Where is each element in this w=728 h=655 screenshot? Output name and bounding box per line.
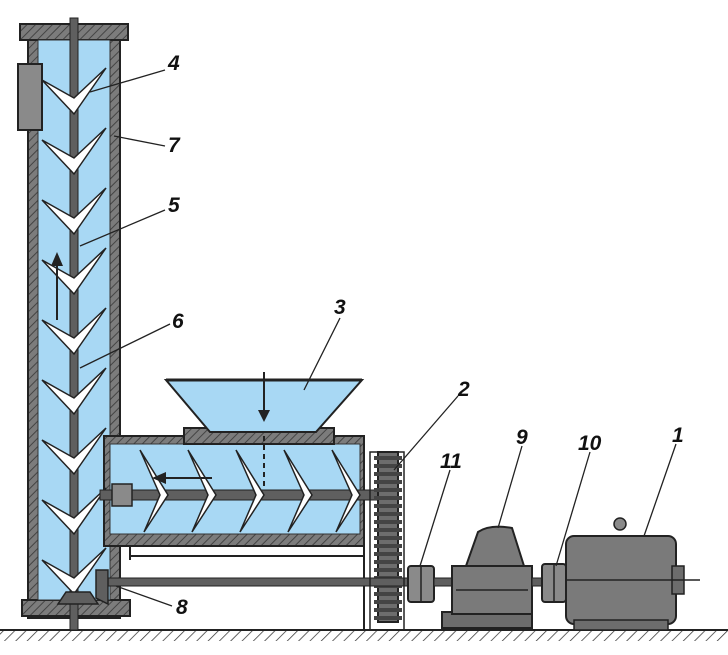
discharge-outlet	[17, 63, 43, 131]
shaft-coupling	[111, 483, 133, 507]
screw-flight	[41, 427, 107, 476]
label-9: 9	[516, 426, 528, 449]
screw-flight	[41, 307, 107, 356]
gear-tooth	[374, 464, 402, 468]
gear-tooth	[374, 600, 402, 604]
gear-tooth	[374, 528, 402, 532]
screw-flight	[41, 367, 107, 416]
label-1: 1	[672, 424, 684, 447]
screw-flight	[41, 487, 107, 536]
screw-flight	[41, 247, 107, 296]
drive-frame	[369, 451, 405, 631]
leader-lines	[79, 69, 677, 607]
gear-tooth	[374, 472, 402, 476]
coupling-10	[531, 563, 567, 603]
screw-flight	[283, 449, 313, 533]
label-10: 10	[578, 432, 602, 455]
ground	[0, 629, 728, 641]
leftward-flow-arrow	[152, 472, 212, 484]
label-7: 7	[168, 134, 181, 157]
screw-flight	[41, 127, 107, 176]
screw-flight	[235, 449, 265, 533]
vertical-shaft	[69, 17, 79, 631]
gear-tooth	[374, 608, 402, 612]
electric-motor	[565, 517, 700, 631]
label-5: 5	[168, 194, 180, 217]
gear-tooth	[374, 456, 402, 460]
gear-tooth	[374, 480, 402, 484]
vertical-screw-flights	[41, 67, 107, 596]
feed-hopper	[163, 372, 365, 490]
gear-tooth	[374, 616, 402, 620]
coupling-11	[407, 565, 455, 603]
gear-tooth	[374, 488, 402, 492]
horizontal-screw-flights	[139, 449, 361, 533]
screw-flight	[41, 67, 107, 116]
upward-flow-arrow	[51, 252, 63, 320]
label-6: 6	[172, 310, 184, 333]
screw-flight	[331, 449, 361, 533]
screw-flight	[41, 547, 107, 596]
spur-gear	[374, 451, 402, 623]
label-2: 2	[457, 378, 470, 401]
gear-tooth	[374, 520, 402, 524]
gear-reducer	[441, 525, 533, 629]
gear-tooth	[374, 504, 402, 508]
gear-tooth	[374, 568, 402, 572]
gear-tooth	[374, 592, 402, 596]
label-8: 8	[176, 596, 188, 619]
gear-tooth	[374, 512, 402, 516]
gear-tooth	[374, 536, 402, 540]
screw-flight	[187, 449, 217, 533]
gear-tooth	[374, 496, 402, 500]
gear-tooth	[374, 544, 402, 548]
screw-flight	[41, 187, 107, 236]
label-4: 4	[167, 52, 180, 75]
part-labels: 4 7 5 6 3 2 11 9 10 1 8	[167, 52, 684, 619]
label-11: 11	[440, 450, 462, 473]
gear-tooth	[374, 552, 402, 556]
gear-tooth	[374, 560, 402, 564]
label-3: 3	[334, 296, 346, 319]
